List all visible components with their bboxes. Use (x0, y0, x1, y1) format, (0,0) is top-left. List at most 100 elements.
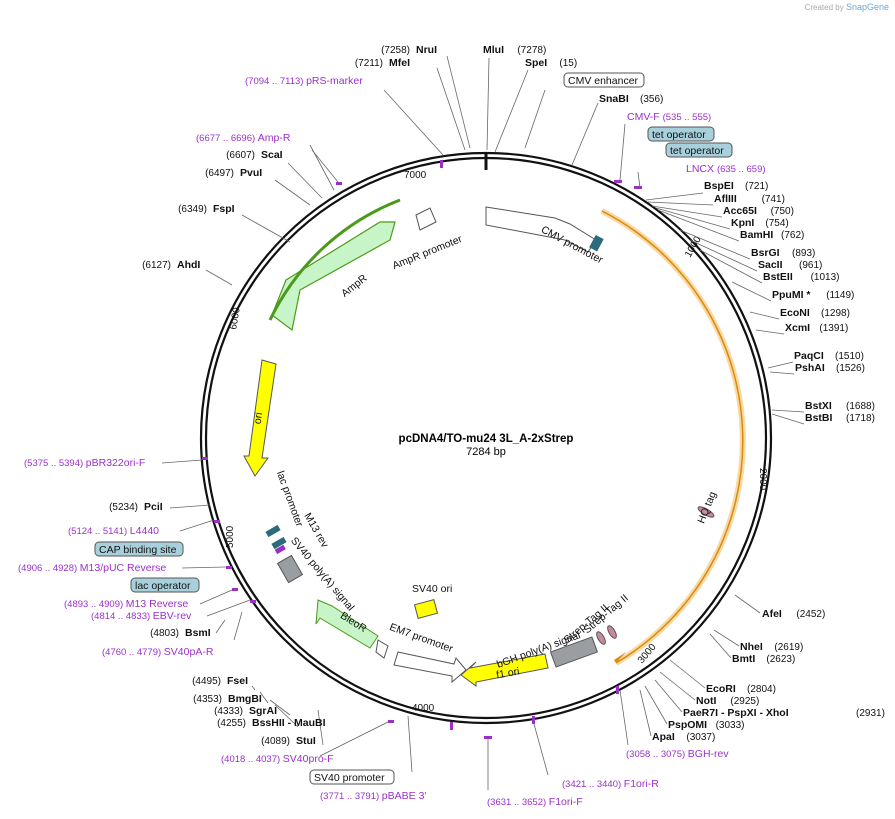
enzyme-position: (6349) (178, 204, 207, 215)
enzyme-econi: EcoNI (780, 307, 810, 319)
primer-m13-reverse: (4893 .. 4909) M13 Reverse (64, 598, 188, 610)
enzyme-position: (1149) (826, 290, 854, 301)
enzyme-position: (961) (799, 260, 822, 271)
ori-label: ori (252, 412, 266, 425)
ampr-label: AmpR (339, 272, 370, 300)
enzyme-position: (1688) (846, 401, 875, 412)
enzyme-position: (4255) (217, 718, 246, 729)
enzymes-right: MluI(7278)SpeI(15)SnaBI(356)BspEI(721)Af… (483, 44, 885, 743)
primer-l4440: (5124 .. 5141) L4440 (68, 525, 159, 537)
strep-tag-1-mark (596, 631, 606, 645)
primer-labels: (7094 .. 7113) pRS-marker(6677 .. 6696) … (18, 75, 766, 808)
sv40-promoter-box-label: SV40 promoter (314, 772, 385, 784)
enzyme-position: (2804) (747, 684, 776, 695)
enzyme-noti: NotI (696, 695, 716, 707)
enzyme-position: (2931) (856, 708, 885, 719)
enzyme-pspomi: PspOMI (668, 719, 707, 731)
enzyme-position: (15) (559, 58, 577, 69)
enzyme-position: (893) (792, 248, 815, 259)
primer-lncx: LNCX (635 .. 659) (686, 163, 766, 175)
enzyme-position: (2452) (796, 609, 825, 620)
enzyme-position: (3037) (686, 732, 715, 743)
em7-promoter-label: EM7 promoter (388, 621, 455, 655)
enzyme-fsei: FseI (227, 675, 248, 687)
enzyme-sacii: SacII (758, 259, 783, 271)
lac-operator-box (271, 536, 287, 550)
tick-label: 7000 (404, 170, 427, 181)
enzyme-position: (1510) (835, 351, 864, 362)
enzyme-bmgbi: BmgBI (228, 693, 262, 705)
enzyme-position: (4089) (261, 736, 290, 747)
enzyme-acc65i: Acc65I (723, 205, 757, 217)
enzyme-position: (6127) (142, 260, 171, 271)
hq-tag-mark (697, 506, 715, 518)
plasmid-length: 7284 bp (466, 446, 506, 458)
enzyme-mlui: MluI (483, 44, 504, 56)
primer-cmv-f: CMV-F (535 .. 555) (627, 111, 711, 123)
em7-promoter-arrow (375, 639, 389, 659)
snapgene-credit: Created by SnapGene (804, 2, 889, 12)
primer-sv40pro-f: (4018 .. 4037) SV40pro-F (221, 753, 334, 765)
enzyme-bstbi: BstBI (805, 412, 833, 424)
enzyme-bsmi: BsmI (185, 627, 211, 639)
f1-ori-label: f1 ori (495, 665, 520, 681)
enzyme-position: (1718) (846, 413, 875, 424)
enzyme-position: (4333) (214, 706, 243, 717)
primer-sv40pa-r: (4760 .. 4779) SV40pA-R (102, 646, 214, 658)
primer-f1ori-r: (3421 .. 3440) F1ori-R (562, 778, 659, 790)
enzyme-position: (3033) (716, 720, 745, 731)
enzyme-position: (7278) (517, 45, 546, 56)
tet-operator-label-1: tet operator (652, 129, 706, 141)
enzyme-stui: StuI (296, 735, 316, 747)
enzyme-position: (1391) (819, 323, 848, 334)
enzyme-ppumi-: PpuMI * (772, 289, 811, 301)
enzyme-position: (1013) (811, 272, 840, 283)
sv40-promoter-arrow (393, 651, 467, 684)
enzyme-position: (2925) (730, 696, 759, 707)
sv40-ori-label: SV40 ori (412, 583, 452, 595)
enzyme-nhei: NheI (740, 641, 763, 653)
enzyme-xcmi: XcmI (785, 322, 810, 334)
enzyme-position: (1298) (821, 308, 850, 319)
enzyme-scai: ScaI (261, 149, 283, 161)
enzyme-nrui: NruI (416, 44, 437, 56)
enzyme-snabi: SnaBI (599, 93, 629, 105)
enzyme-afliii: AflIII (714, 193, 737, 205)
lac-promoter-label: lac promoter (274, 469, 305, 528)
enzyme-bmti: BmtI (732, 653, 755, 665)
sv40-polya-box (276, 554, 304, 584)
enzyme-ecori: EcoRI (706, 683, 736, 695)
enzyme-bsteii: BstEII (763, 271, 793, 283)
enzyme-position: (6497) (205, 168, 234, 179)
primer-marks (202, 160, 642, 739)
enzyme-kpni: KpnI (731, 217, 754, 229)
enzyme-fspi: FspI (213, 203, 235, 215)
enzyme-position: (750) (771, 206, 794, 217)
enzyme-position: (4495) (192, 676, 221, 687)
enzyme-pshai: PshAI (795, 362, 825, 374)
enzyme-pcii: PciI (144, 501, 163, 513)
primer-m13-puc-reverse: (4906 .. 4928) M13/pUC Reverse (18, 562, 166, 574)
ori-arrow (243, 359, 277, 477)
primer-f1ori-f: (3631 .. 3652) F1ori-F (487, 796, 583, 808)
enzyme-apai: ApaI (652, 731, 675, 743)
enzyme-paqci: PaqCI (794, 350, 824, 362)
tet-operator-box (589, 234, 604, 252)
enzyme-position: (7258) (381, 45, 410, 56)
m13-box (274, 544, 286, 555)
tick-label: 5000 (225, 525, 236, 548)
enzyme-position: (4803) (150, 628, 179, 639)
enzyme-ahdi: AhdI (177, 259, 200, 271)
primer-ebv-rev: (4814 .. 4833) EBV-rev (91, 610, 192, 622)
boxed-labels: CMV enhancer tet operator tet operator C… (94, 72, 733, 785)
tet-operator-label-2: tet operator (670, 145, 724, 157)
cap-site-box (265, 524, 281, 538)
leader-lines (161, 55, 805, 790)
enzyme-position: (7211) (355, 58, 383, 69)
ampr-promoter-arrow (415, 207, 437, 231)
bleor-arrow (315, 599, 379, 649)
cmv-enhancer-label: CMV enhancer (568, 75, 639, 87)
enzyme-position: (2619) (774, 642, 803, 653)
enzyme-bsrgi: BsrGI (751, 247, 780, 259)
